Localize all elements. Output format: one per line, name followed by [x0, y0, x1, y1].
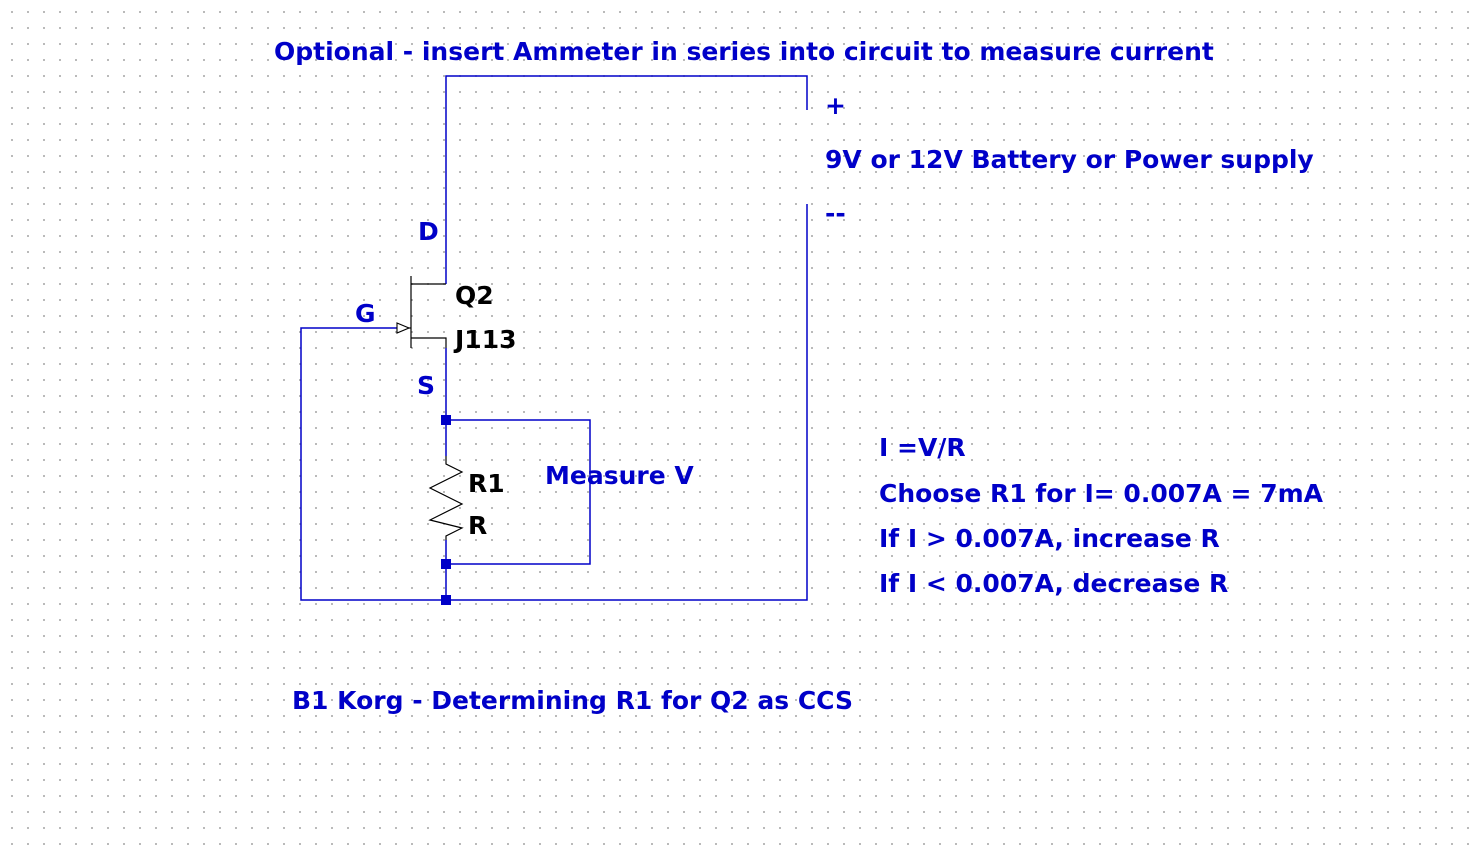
- resistor-r1-symbol: [428, 456, 464, 540]
- resistor-zigzag: [428, 456, 464, 540]
- resistor-value: R: [468, 511, 487, 540]
- supply-label: 9V or 12V Battery or Power supply: [825, 145, 1314, 174]
- jfet-q2-symbol: [396, 276, 447, 348]
- positive-terminal-label: +: [825, 91, 846, 120]
- choose-r1-label: Choose R1 for I= 0.007A = 7mA: [879, 479, 1324, 508]
- negative-terminal-label: --: [825, 199, 846, 228]
- transistor-ref: Q2: [455, 281, 494, 310]
- increase-rule-label: If I > 0.007A, increase R: [879, 524, 1220, 553]
- wire-drain-to-positive: [445, 75, 808, 284]
- jfet-gate-arrow-icon: [396, 322, 411, 334]
- wire-negative-to-ground: [446, 204, 808, 601]
- resistor-ref: R1: [468, 469, 505, 498]
- junction-r1-top: [441, 415, 451, 425]
- wire-gate-to-ground: [300, 327, 446, 601]
- ammeter-note: Optional - insert Ammeter in series into…: [274, 37, 1214, 66]
- measure-v-label: Measure V: [545, 461, 694, 490]
- drain-label: D: [418, 217, 439, 246]
- formula-label: I =V/R: [879, 433, 966, 462]
- decrease-rule-label: If I < 0.007A, decrease R: [879, 569, 1228, 598]
- transistor-model: J113: [453, 325, 517, 354]
- junction-ground: [441, 595, 451, 605]
- junctions: [441, 415, 451, 605]
- schematic-title: B1 Korg - Determining R1 for Q2 as CCS: [292, 686, 853, 715]
- wires: [300, 75, 808, 601]
- source-label: S: [417, 371, 435, 400]
- gate-label: G: [355, 299, 376, 328]
- wire-measure-v-loop: [446, 419, 591, 565]
- jfet-source-lead: [411, 337, 447, 348]
- junction-r1-bottom: [441, 559, 451, 569]
